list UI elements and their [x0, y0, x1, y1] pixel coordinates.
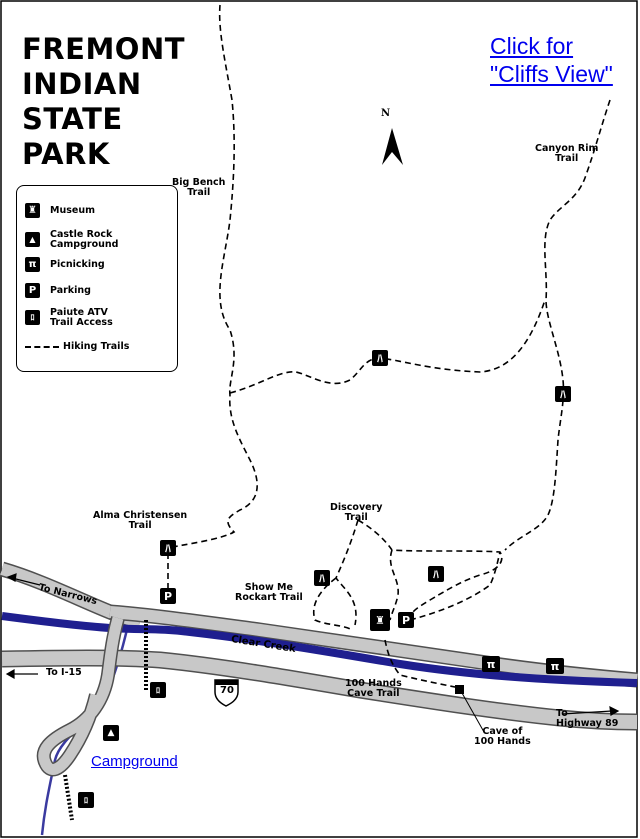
to-highway-89-label: To Highway 89 — [556, 708, 619, 730]
parking-icon-museum: P — [398, 612, 414, 628]
legend-row-campground: ▲ Castle Rock Campground — [25, 230, 118, 250]
park-title-line-3: STATE — [22, 102, 123, 136]
cave-of-100-hands-label: Cave of 100 Hands — [474, 726, 531, 748]
museum-icon-map: ♜ — [370, 609, 390, 631]
hands-trail-line-1: 100 Hands — [345, 678, 402, 689]
legend-campground-line-1: Castle Rock — [50, 229, 113, 240]
discovery-trail-label: Discovery Trail — [330, 502, 383, 524]
hiker-icon-big-bench: ﾊ — [372, 350, 388, 366]
showme-line-2: Rockart Trail — [235, 592, 303, 604]
atv-icon-map-2: ﾛ — [78, 792, 94, 808]
hiker-icon-canyon-rim: ﾊ — [555, 386, 571, 402]
map-legend: ♜ Museum ▲ Castle Rock Campground π Picn… — [16, 185, 178, 372]
hiking-trails — [167, 4, 611, 689]
legend-row-museum: ♜ Museum — [25, 203, 95, 218]
picnic-table-icon: π — [25, 257, 40, 272]
hiker-icon-alma: ﾊ — [160, 540, 176, 556]
i70-shield — [214, 679, 239, 707]
parking-icon-alma: P — [160, 588, 176, 604]
alma-line-1: Alma Christensen — [93, 510, 188, 521]
park-title-line-1: FREMONT — [22, 32, 186, 66]
hiker-icon-discovery: ﾊ — [428, 566, 444, 582]
legend-row-atv: ﾛ Paiute ATV Trail Access — [25, 308, 113, 328]
north-label: N — [381, 108, 391, 119]
cave-line-2: 100 Hands — [474, 736, 531, 748]
clear-creek — [1, 612, 638, 687]
hiking-trail-dash-icon — [25, 345, 59, 348]
alma-line-2: Trail — [128, 520, 152, 532]
legend-row-picnicking: π Picnicking — [25, 257, 105, 272]
discovery-line-1: Discovery — [330, 502, 383, 513]
big-bench-line-2: Trail — [187, 187, 211, 199]
north-arrow — [382, 128, 403, 165]
park-title-line-4: PARK — [22, 137, 110, 171]
canyon-rim-line-1: Canyon Rim — [535, 143, 599, 154]
legend-atv-line-2: Trail Access — [50, 316, 113, 328]
campground-icon: ▲ — [25, 232, 40, 248]
hiker-icon-show-me: ﾊ — [314, 570, 330, 586]
hands-trail-line-2: Cave Trail — [347, 688, 400, 700]
canyon-rim-line-2: Trail — [555, 153, 579, 165]
campground-link[interactable]: Campground — [91, 753, 178, 770]
showme-line-1: Show Me — [244, 582, 293, 593]
atv-icon-map-1: ﾛ — [150, 682, 166, 698]
legend-label-parking: Parking — [50, 284, 91, 296]
legend-row-hiking: Hiking Trails — [25, 342, 129, 352]
legend-atv-line-1: Paiute ATV — [50, 307, 108, 318]
show-me-rockart-trail-label: Show Me Rockart Trail — [235, 582, 303, 604]
cave-marker — [455, 685, 464, 694]
atv-trail-2 — [63, 774, 74, 821]
big-bench-line-1: Big Bench — [172, 177, 226, 188]
legend-row-parking: P Parking — [25, 283, 91, 298]
picnic-table-icon-2: π — [546, 658, 564, 674]
legend-label-hiking: Hiking Trails — [63, 341, 130, 352]
alma-christensen-trail-label: Alma Christensen Trail — [93, 510, 188, 532]
direction-arrows — [5, 573, 620, 733]
to-i15-label: To I-15 — [46, 667, 82, 678]
cave-line-1: Cave of — [482, 726, 523, 737]
route-70-label: 70 — [220, 685, 234, 696]
legend-label-campground: Castle Rock Campground — [50, 230, 118, 250]
legend-label-picnicking: Picnicking — [50, 258, 105, 270]
picnic-table-icon-1: π — [482, 656, 500, 672]
canyon-rim-trail-label: Canyon Rim Trail — [535, 143, 599, 165]
museum-icon: ♜ — [25, 203, 40, 218]
campground-icon-map: ▲ — [103, 725, 119, 741]
legend-label-atv: Paiute ATV Trail Access — [50, 308, 113, 328]
parking-icon: P — [25, 283, 40, 298]
cliffs-view-link-line-1[interactable]: Click for — [490, 33, 574, 59]
100-hands-cave-trail-label: 100 Hands Cave Trail — [345, 678, 402, 700]
atv-icon: ﾛ — [25, 310, 40, 326]
legend-campground-line-2: Campground — [50, 238, 119, 250]
park-title-line-2: INDIAN — [22, 67, 142, 101]
hwy89-line-1: To — [556, 708, 568, 719]
hwy89-line-2: Highway 89 — [556, 718, 619, 730]
cliffs-view-link-line-2[interactable]: "Cliffs View" — [490, 61, 613, 87]
legend-label-museum: Museum — [50, 204, 95, 216]
discovery-line-2: Trail — [344, 512, 368, 524]
big-bench-trail-label: Big Bench Trail — [172, 177, 226, 199]
